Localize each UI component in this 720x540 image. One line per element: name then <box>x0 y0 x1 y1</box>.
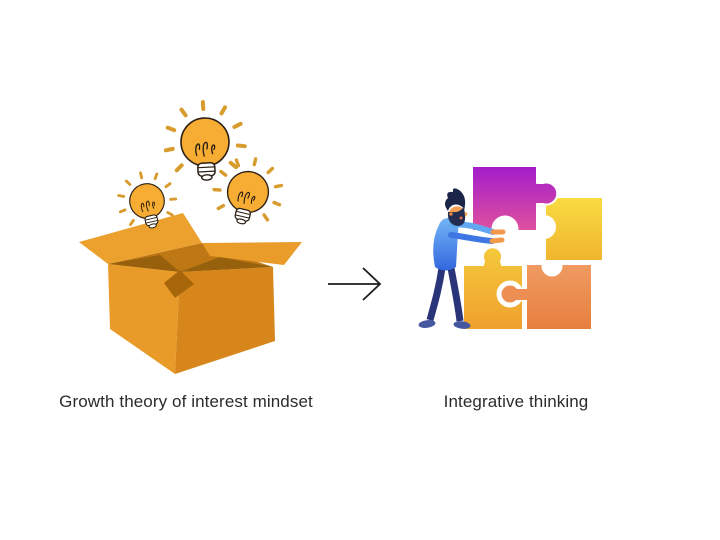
puzzle-assembly-illustration <box>418 165 604 331</box>
puzzle-icon <box>462 165 604 331</box>
open-box-icon <box>79 213 302 374</box>
puzzle-piece-gold <box>462 246 524 331</box>
hair <box>445 188 466 211</box>
head <box>445 188 468 226</box>
puzzle-tab <box>501 285 527 303</box>
result-label: Integrative thinking <box>443 392 589 411</box>
hand <box>489 237 505 244</box>
person-figure <box>418 188 506 329</box>
source-label: Growth theory of interest mindset <box>59 392 313 411</box>
puzzle-piece-orange <box>525 263 593 331</box>
ear <box>449 212 453 216</box>
shoe <box>418 320 436 328</box>
open-box-with-idea-bulbs-illustration <box>79 97 302 374</box>
shoe <box>453 321 471 329</box>
idea-bulb-icon <box>160 97 250 184</box>
beard <box>447 207 466 226</box>
arrow-right-icon <box>328 267 382 301</box>
torso <box>433 217 459 271</box>
puzzle-piece-purple <box>471 165 559 232</box>
puzzle-piece-yellow <box>544 196 604 262</box>
